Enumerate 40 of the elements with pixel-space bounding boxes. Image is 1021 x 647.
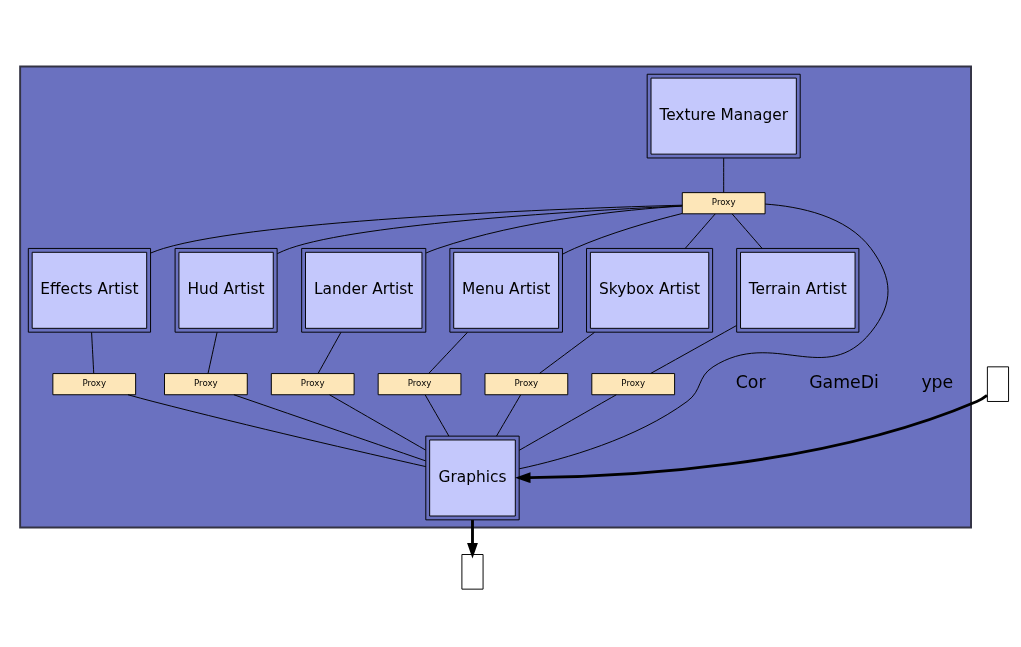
connector xyxy=(562,212,683,255)
connector xyxy=(723,157,725,193)
connector xyxy=(425,205,683,253)
node-box: Proxy xyxy=(377,372,462,395)
node-box: Proxy xyxy=(164,372,248,395)
node-box xyxy=(986,365,1010,402)
connector xyxy=(424,393,450,437)
connector xyxy=(150,204,683,253)
node-box: Terrain Artist xyxy=(736,247,860,333)
node-box: Lander Artist xyxy=(301,247,427,333)
node-box: Hud Artist xyxy=(174,247,278,333)
connector xyxy=(233,393,427,461)
connector xyxy=(329,393,426,450)
connector xyxy=(496,393,522,437)
node-box: Effects Artist xyxy=(27,247,152,333)
arrow xyxy=(515,393,988,483)
node-box: Proxy xyxy=(52,372,137,395)
node-box: Proxy xyxy=(484,372,569,395)
connector xyxy=(207,331,218,374)
cluster xyxy=(19,65,972,528)
connector xyxy=(317,331,342,374)
connector xyxy=(731,212,763,249)
node-box: Graphics xyxy=(425,435,520,520)
connector xyxy=(650,324,737,374)
label: ype xyxy=(921,371,954,392)
connector xyxy=(684,212,716,249)
label: GameDi xyxy=(809,371,879,392)
node-box: Proxy xyxy=(270,372,355,395)
connector xyxy=(91,331,95,374)
connector xyxy=(518,203,889,469)
arrow xyxy=(467,519,478,559)
node-box: Proxy xyxy=(681,191,766,214)
node-box: Proxy xyxy=(591,372,676,395)
label: Cor xyxy=(735,371,766,392)
connector xyxy=(276,204,683,254)
connector xyxy=(127,393,427,467)
connector xyxy=(539,331,595,374)
connector xyxy=(518,393,617,451)
connector xyxy=(428,331,468,374)
node-box xyxy=(461,553,484,590)
